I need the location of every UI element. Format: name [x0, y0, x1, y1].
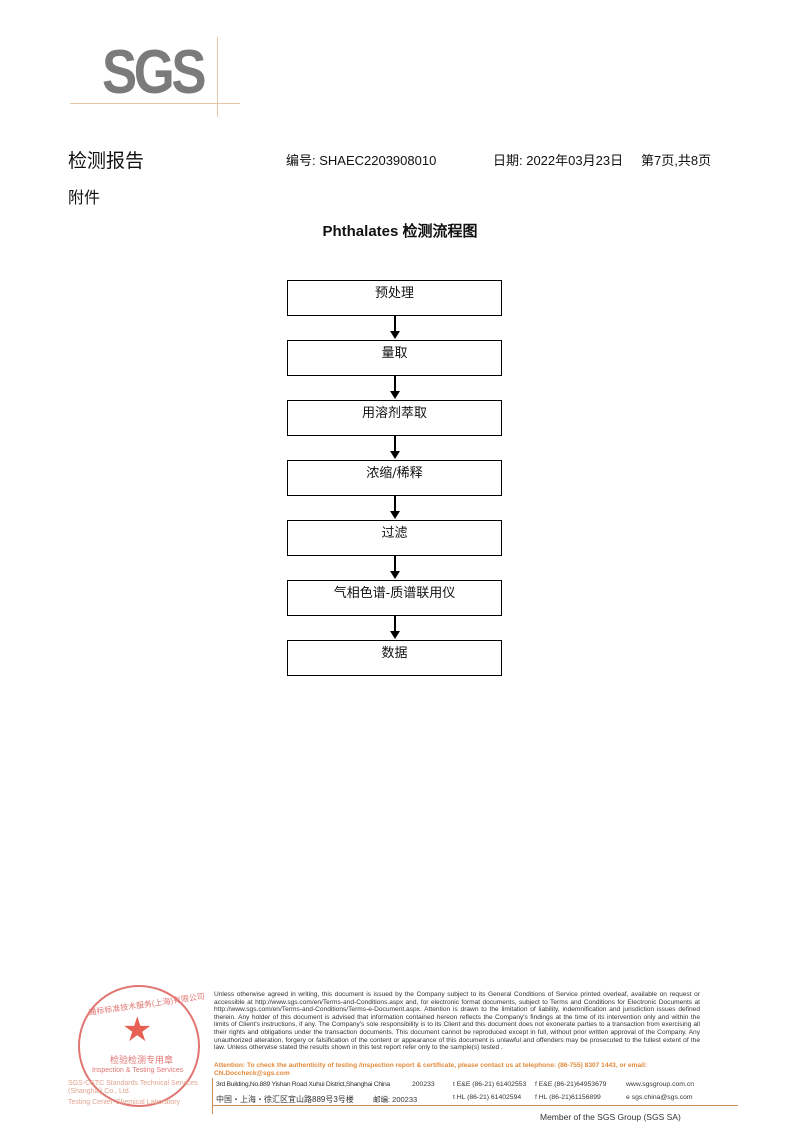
company-name: SGS-CSTC Standards Technical Services (S… — [68, 1080, 198, 1095]
sgs-logo: SGS — [102, 38, 206, 107]
flow-step-measure: 量取 — [287, 340, 502, 376]
flow-arrow — [390, 376, 400, 399]
fax-ee: f E&E (86-21)64953679 — [535, 1081, 607, 1088]
fax-hl: f HL (86-21)61156899 — [535, 1094, 601, 1101]
flow-step-data: 数据 — [287, 640, 502, 676]
member-note: Member of the SGS Group (SGS SA) — [540, 1112, 681, 1122]
stamp-en-text: Inspection & Testing Services — [92, 1067, 184, 1074]
address-en: 3rd Building,No.889 Yishan Road Xuhui Di… — [216, 1081, 391, 1088]
attention-notice: Attention: To check the authenticity of … — [214, 1062, 647, 1077]
flow-step-pretreatment: 预处理 — [287, 280, 502, 316]
flowchart-title: Phthalates 检测流程图 — [322, 223, 478, 240]
flow-arrow — [390, 556, 400, 579]
flow-arrow — [390, 436, 400, 459]
star-icon: ★ — [122, 1011, 153, 1049]
postcode-en: 200233 — [412, 1081, 435, 1088]
website: www.sgsgroup.com.cn — [626, 1081, 694, 1088]
address-cn: 中国・上海・徐汇区宜山路889号3号楼 — [216, 1095, 354, 1104]
company-lab: Testing Center-Chemical Laboratory — [68, 1099, 181, 1106]
disclaimer-text: Unless otherwise agreed in writing, this… — [214, 991, 700, 1052]
flow-step-gcms: 气相色谱-质谱联用仪 — [287, 580, 502, 616]
flow-step-filter: 过滤 — [287, 520, 502, 556]
flow-step-extraction: 用溶剂萃取 — [287, 400, 502, 436]
company-stamp: 通标标准技术服务(上海)有限公司 ★ 检验检测专用章 Inspection & … — [78, 985, 205, 1107]
logo-rule-vertical — [217, 37, 218, 117]
flow-step-concentrate-dilute: 浓缩/稀释 — [287, 460, 502, 496]
flow-arrow — [390, 616, 400, 639]
annex-heading: 附件 — [68, 190, 101, 207]
flow-arrow — [390, 316, 400, 339]
logo-rule-horizontal — [70, 103, 240, 104]
report-date: 日期: 2022年03月23日 — [493, 153, 624, 168]
footer-rule — [212, 1105, 738, 1106]
stamp-mid-text: 检验检测专用章 — [110, 1055, 174, 1065]
report-title: 检测报告 — [68, 151, 145, 172]
flow-arrow — [390, 496, 400, 519]
footer-rule-vertical — [212, 1078, 213, 1114]
report-number: 编号: SHAEC2203908010 — [286, 153, 437, 168]
email: e sgs.china@sgs.com — [626, 1094, 693, 1101]
postcode-cn: 邮编: 200233 — [373, 1095, 418, 1104]
page-number: 第7页,共8页 — [641, 153, 712, 168]
tel-ee: t E&E (86-21) 61402553 — [453, 1081, 527, 1088]
tel-hl: t HL (86-21) 61402594 — [453, 1094, 522, 1101]
